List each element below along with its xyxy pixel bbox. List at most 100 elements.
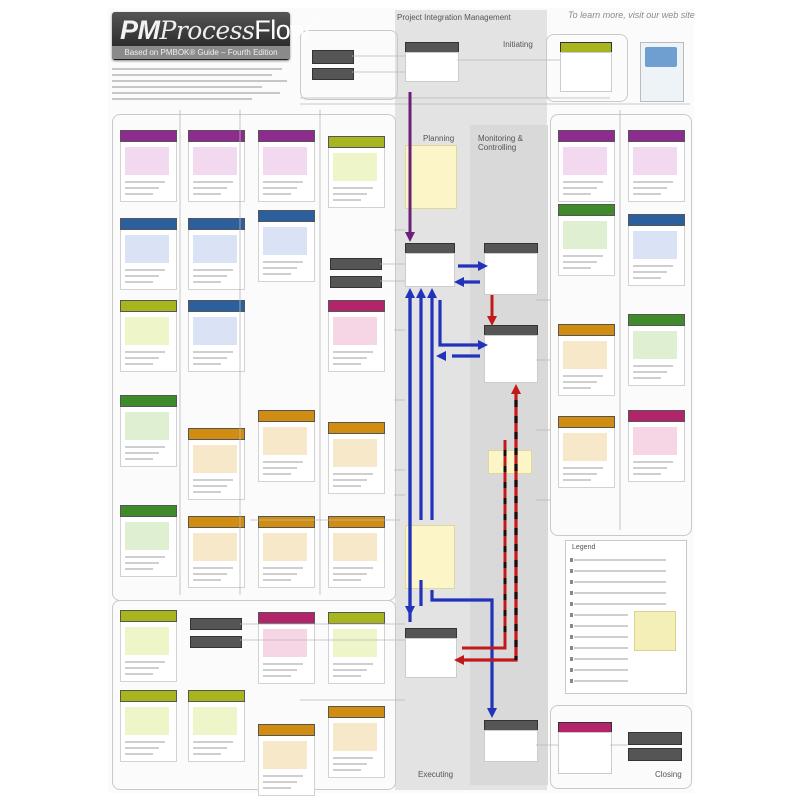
process-card-text-line: [633, 193, 661, 195]
top-note: To learn more, visit our web site: [568, 10, 695, 20]
process-card-text-line: [263, 579, 291, 581]
process-card: [558, 416, 615, 488]
legend-row: [574, 625, 628, 627]
process-card-text-line: [563, 381, 597, 383]
process-card-text-line: [333, 199, 361, 201]
process-card: [188, 300, 245, 372]
logo-title: PMProcessFlow™: [120, 15, 318, 46]
left-executing-region: [112, 600, 396, 790]
process-card-header: [258, 130, 315, 142]
legend-row: [574, 636, 628, 638]
process-card: [558, 204, 615, 276]
process-card-note: [563, 341, 607, 369]
process-card-text-line: [333, 675, 361, 677]
legend-marker: [570, 635, 573, 639]
process-card-text-line: [333, 663, 373, 665]
process-card-text-line: [193, 491, 221, 493]
process-card-header: [188, 218, 245, 230]
process-card-header: [258, 516, 315, 528]
process-card: [120, 690, 177, 762]
process-card-note: [563, 221, 607, 249]
process-card: [120, 610, 177, 682]
process-card-note: [333, 317, 377, 345]
process-card-text-line: [193, 741, 233, 743]
executing-label: Executing: [418, 770, 454, 779]
planning-sticky-note: [405, 145, 457, 209]
intro-text-line: [112, 68, 282, 70]
direct-manage-body: [405, 638, 457, 678]
process-card-note: [563, 147, 607, 175]
process-card-note: [263, 741, 307, 769]
process-card-note: [125, 627, 169, 655]
process-card-text-line: [193, 193, 221, 195]
process-card-note: [193, 317, 237, 345]
process-card-text-line: [333, 193, 367, 195]
purple-arrow: [405, 92, 415, 242]
legend-marker: [570, 613, 573, 617]
process-card-text-line: [633, 467, 667, 469]
process-card-note: [333, 439, 377, 467]
process-card-note: [125, 522, 169, 550]
legend-marker: [570, 558, 573, 562]
process-card-text-line: [125, 363, 153, 365]
close-procurements-body: [558, 732, 612, 774]
right-planning-region: [550, 114, 692, 536]
process-card-text-line: [193, 269, 233, 271]
process-card: [628, 214, 685, 286]
legend-marker: [570, 679, 573, 683]
process-card-text-line: [633, 277, 661, 279]
process-card-text-line: [563, 187, 597, 189]
intro-text-line: [112, 92, 280, 94]
process-card-text-line: [333, 757, 373, 759]
initiating-label: Initiating: [503, 40, 533, 49]
legend-marker: [570, 646, 573, 650]
process-card-text-line: [125, 187, 159, 189]
process-card-header: [628, 314, 685, 326]
process-card-note: [193, 147, 237, 175]
process-card-note: [333, 629, 377, 657]
closing-label: Closing: [655, 770, 682, 779]
process-card-text-line: [263, 461, 303, 463]
process-card: [558, 324, 615, 396]
intro-text-line: [112, 80, 287, 82]
process-card-text-line: [263, 781, 297, 783]
process-card: [258, 516, 315, 588]
process-card: [120, 130, 177, 202]
process-card-text-line: [633, 181, 673, 183]
integrated-change-body: [484, 335, 538, 383]
process-card: [188, 690, 245, 762]
logo-process: Process: [159, 16, 255, 45]
initiating-region: [300, 30, 398, 100]
legend-marker: [570, 657, 573, 661]
process-card-note: [333, 153, 377, 181]
process-card-text-line: [193, 357, 227, 359]
process-card-note: [633, 427, 677, 455]
process-card-text-line: [563, 267, 591, 269]
process-card: [628, 314, 685, 386]
thin-connectors: [179, 55, 690, 746]
process-card-text-line: [125, 181, 165, 183]
process-card-note: [263, 227, 307, 255]
process-card-header: [120, 505, 177, 517]
process-card-note: [125, 707, 169, 735]
process-card-text-line: [263, 787, 291, 789]
process-card-text-line: [193, 275, 227, 277]
process-card-note: [633, 147, 677, 175]
legend-sticky-note: [634, 611, 676, 651]
process-card-text-line: [193, 753, 221, 755]
legend-marker: [570, 569, 573, 573]
process-card-text-line: [333, 187, 373, 189]
process-card-text-line: [333, 351, 373, 353]
process-card-text-line: [125, 661, 165, 663]
intro-text-line: [112, 86, 262, 88]
process-card-text-line: [263, 261, 303, 263]
process-card-header: [120, 395, 177, 407]
process-card-header: [120, 218, 177, 230]
legend-marker: [570, 602, 573, 606]
logo-pm: PM: [120, 15, 160, 45]
process-card-header: [120, 690, 177, 702]
process-card-note: [333, 723, 377, 751]
process-card-text-line: [263, 775, 303, 777]
process-card-text-line: [193, 573, 227, 575]
process-card-note: [193, 235, 237, 263]
